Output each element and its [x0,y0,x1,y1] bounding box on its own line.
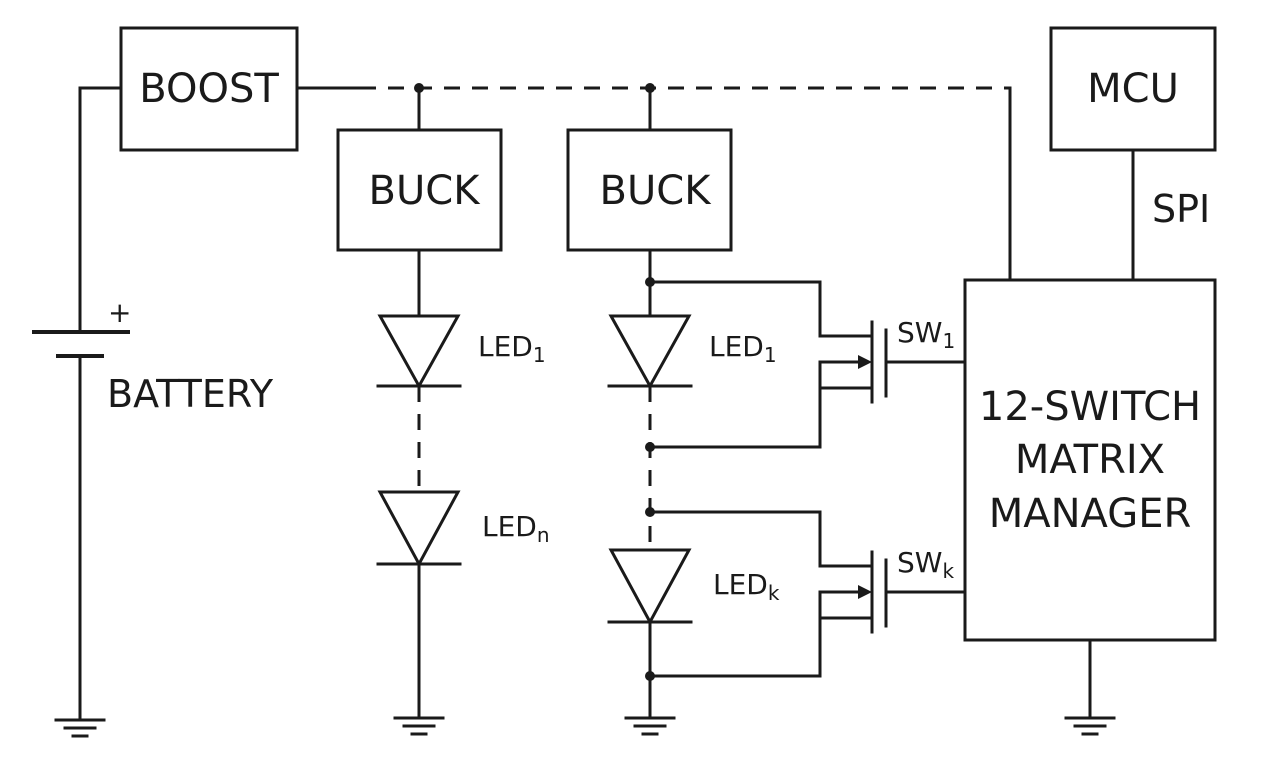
led-string-a: LED1 LEDn [376,248,550,720]
ground-icon [393,716,445,736]
led-a1-label: LED1 [478,330,546,367]
swk-label: SWk [897,546,954,583]
battery-label: BATTERY [107,372,274,416]
led-diode-an [376,490,462,568]
battery-plus-sign: + [108,296,131,329]
ground-icon [624,716,676,736]
buck-block-1: BUCK [336,128,503,252]
battery-symbol: + BATTERY [32,86,274,722]
led-diode-b1 [607,314,693,390]
sw1-label: SW1 [897,316,955,353]
switch-swk: SWk [648,510,967,678]
buck-1-label: BUCK [369,168,482,214]
mcu-block: MCU [1049,26,1217,152]
matrix-label-line1: 12-SWITCH [979,384,1201,430]
matrix-manager-block: 12-SWITCH MATRIX MANAGER [963,278,1217,642]
led-an-label: LEDn [482,510,550,547]
led-diode-bk [607,548,693,626]
ground-icon [1064,716,1116,736]
buck-block-2: BUCK [566,128,733,252]
spi-label: SPI [1152,187,1210,231]
matrix-label-line3: MANAGER [989,491,1192,537]
mcu-label: MCU [1087,66,1179,112]
switch-sw1: SW1 [648,280,967,449]
boost-output-bus [295,83,1012,282]
led-string-b: LED1 LEDk [607,248,780,720]
led-diode-a1 [376,314,462,390]
ground-icon [54,718,106,738]
led-bk-label: LEDk [713,568,780,605]
boost-label: BOOST [139,66,279,112]
led-b1-label: LED1 [709,330,777,367]
matrix-label-line2: MATRIX [1015,437,1165,483]
buck-2-label: BUCK [600,168,713,214]
boost-block: BOOST [119,26,299,152]
spi-link: SPI [1131,148,1210,282]
